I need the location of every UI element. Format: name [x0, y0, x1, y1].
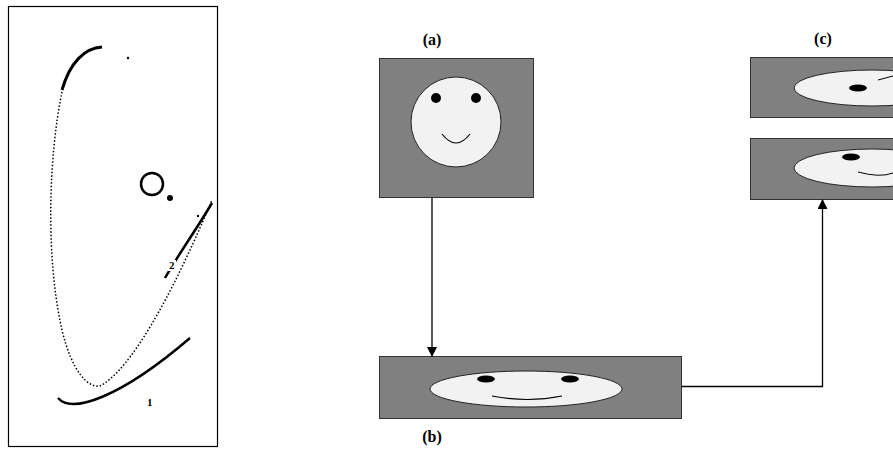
panel-ground	[380, 357, 682, 419]
eye	[477, 376, 495, 383]
panel-label: (c)	[814, 31, 832, 47]
flow-arrow	[682, 200, 823, 387]
orbit-arc	[165, 203, 212, 278]
panel-frame	[9, 7, 218, 447]
panel-label: (b)	[422, 429, 442, 445]
face	[794, 149, 893, 187]
mouth	[878, 76, 893, 80]
mouth	[858, 172, 893, 175]
orbit-dotted	[51, 92, 212, 386]
face	[411, 77, 501, 167]
dot	[127, 57, 129, 59]
orbit-arc	[58, 338, 190, 404]
mouth	[442, 134, 470, 143]
dot	[197, 215, 199, 217]
figure-panel: (a)	[379, 58, 534, 198]
face	[430, 371, 622, 407]
mouth	[492, 396, 562, 400]
callout-number: 2	[168, 260, 176, 271]
panel-label: (a)	[423, 32, 442, 48]
moon	[167, 195, 173, 201]
eye	[431, 93, 441, 103]
face-a	[380, 59, 534, 198]
face-b	[380, 357, 682, 419]
orbit-arc	[62, 47, 102, 90]
orbit-figure	[9, 7, 218, 447]
face-half	[794, 149, 893, 187]
face-half	[794, 70, 893, 106]
flow-arrow	[431, 198, 432, 356]
eye	[471, 93, 481, 103]
callout-number: 1	[146, 397, 154, 408]
eye	[842, 154, 860, 161]
figure-panel: (b)	[379, 356, 682, 419]
eye	[849, 85, 867, 92]
figure-panel: (c)	[750, 57, 893, 200]
eye	[561, 376, 579, 383]
planet	[141, 173, 163, 195]
face-c	[750, 57, 893, 200]
face	[794, 70, 893, 106]
panel-ground	[380, 59, 534, 198]
